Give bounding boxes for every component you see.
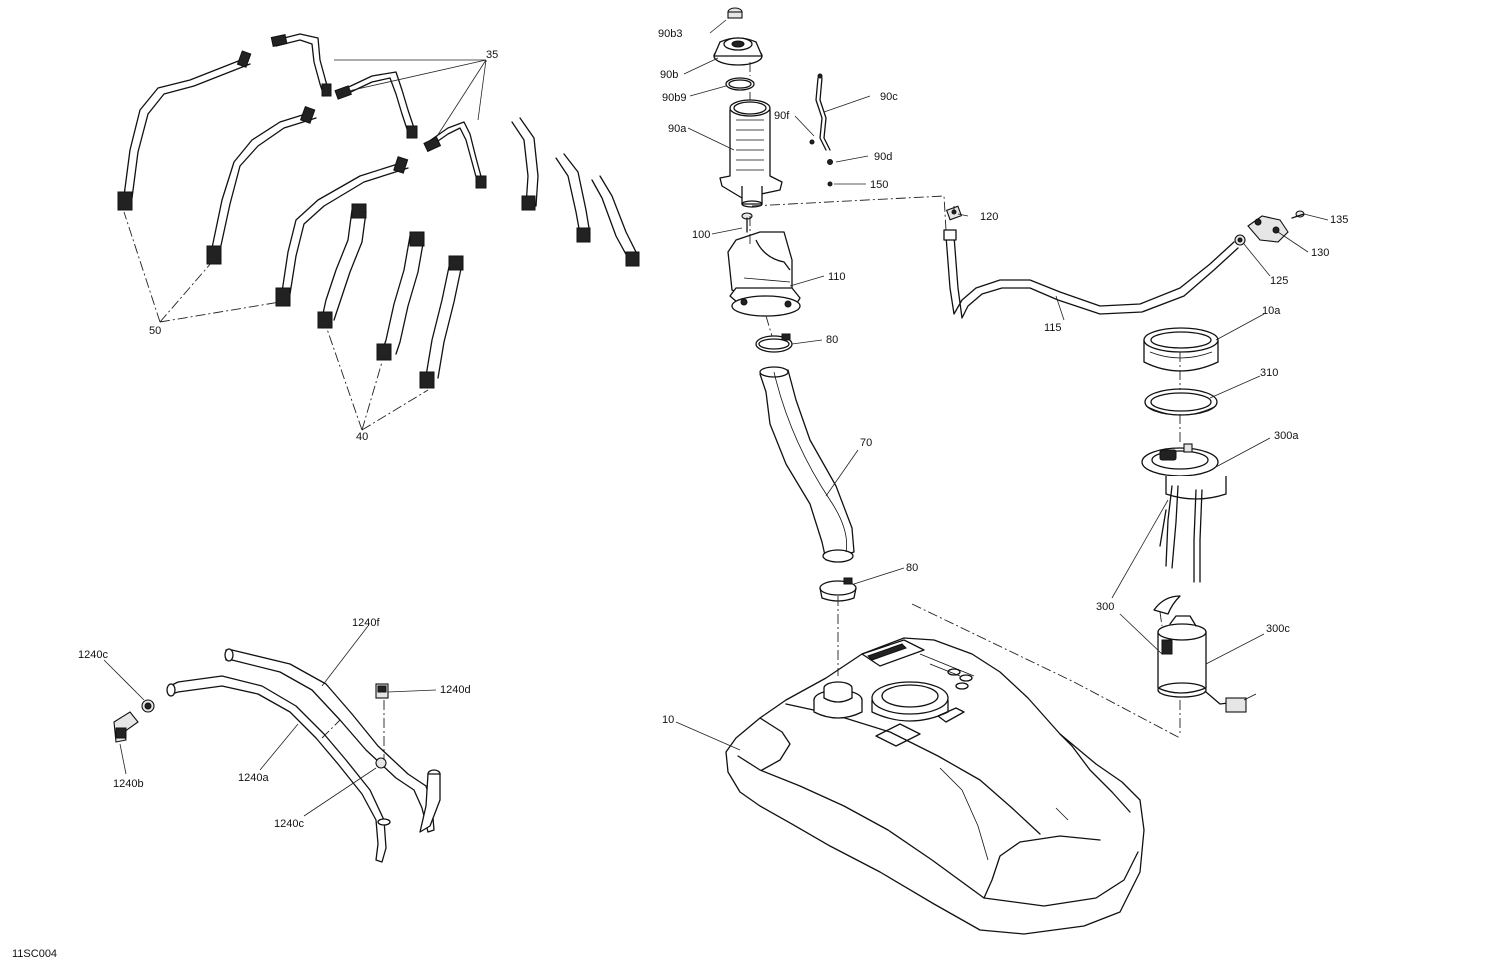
- pump-strainer-300: [1153, 595, 1181, 615]
- strap-group-35: [270, 33, 487, 189]
- callout-100: 100: [692, 229, 710, 241]
- hose-clamp-80-bottom: [819, 577, 857, 602]
- callout-10: 10: [662, 714, 674, 726]
- callout-90b3: 90b3: [658, 28, 682, 40]
- diagram-code: 11SC004: [12, 948, 57, 960]
- callout-130: 130: [1311, 247, 1329, 259]
- callout-1240d: 1240d: [440, 684, 471, 696]
- callout-1240c-bottom: 1240c: [274, 818, 304, 830]
- gasket-90b9: [725, 77, 755, 91]
- callout-135: 135: [1330, 214, 1348, 226]
- fuel-pump-300c: [1157, 615, 1257, 713]
- callout-10a: 10a: [1262, 305, 1281, 317]
- callout-90f: 90f: [774, 110, 790, 122]
- vent-wire-90c: [809, 73, 833, 187]
- callout-90a: 90a: [668, 123, 687, 135]
- seal-310: [1144, 388, 1218, 416]
- callout-310: 310: [1260, 367, 1278, 379]
- callout-125: 125: [1270, 275, 1288, 287]
- fitting-125: [1234, 234, 1246, 246]
- callout-40: 40: [356, 431, 368, 443]
- fitting-1240c-top: [141, 699, 155, 713]
- callout-80-bottom: 80: [906, 562, 918, 574]
- fitting-1240d: [375, 683, 389, 699]
- callout-1240b: 1240b: [113, 778, 144, 790]
- callout-110: 110: [828, 271, 846, 283]
- strap-group-50: [117, 50, 409, 307]
- callout-120: 120: [980, 211, 998, 223]
- callout-300c: 300c: [1266, 623, 1290, 635]
- callout-35: 35: [486, 49, 498, 61]
- callout-90d: 90d: [874, 151, 892, 163]
- callout-90b9: 90b9: [662, 92, 686, 104]
- callout-90b: 90b: [660, 69, 678, 81]
- hose-clamp-80-top: [755, 333, 793, 353]
- fuel-tank-10: [725, 637, 1145, 935]
- callout-50: 50: [149, 325, 161, 337]
- screw-135: [1291, 210, 1305, 219]
- callout-1240a: 1240a: [238, 772, 269, 784]
- callout-150: 150: [870, 179, 888, 191]
- callout-1240c-top: 1240c: [78, 649, 108, 661]
- callout-80-top: 80: [826, 334, 838, 346]
- hose-1240a: [166, 675, 391, 863]
- callout-300a: 300a: [1274, 430, 1299, 442]
- filler-hose-70: [759, 366, 855, 563]
- hose-1240f: [224, 648, 441, 833]
- fitting-1240c-bottom: [375, 757, 387, 769]
- elbow-1240b: [113, 711, 139, 743]
- valve-130: [1247, 215, 1289, 243]
- locking-ring-10a: [1143, 327, 1219, 372]
- screw-100: [741, 212, 753, 233]
- callout-leaders: [103, 19, 1329, 817]
- callout-1240f: 1240f: [352, 617, 380, 629]
- filler-tube-90a: [719, 99, 783, 208]
- vent-hose-115: [943, 229, 1239, 319]
- callout-90c: 90c: [880, 91, 898, 103]
- filler-cap-base-90b: [713, 37, 763, 66]
- strap-group-40: [317, 117, 640, 389]
- elbow-fitting-120: [945, 205, 963, 221]
- pump-module-flange-300a: [1141, 443, 1227, 583]
- fuel-nozzle-guard-110: [727, 231, 801, 317]
- callout-115: 115: [1044, 322, 1062, 334]
- filler-cap-90b3: [727, 7, 743, 19]
- callout-300: 300: [1096, 601, 1114, 613]
- callout-70: 70: [860, 437, 872, 449]
- strap-leaders: [123, 59, 487, 431]
